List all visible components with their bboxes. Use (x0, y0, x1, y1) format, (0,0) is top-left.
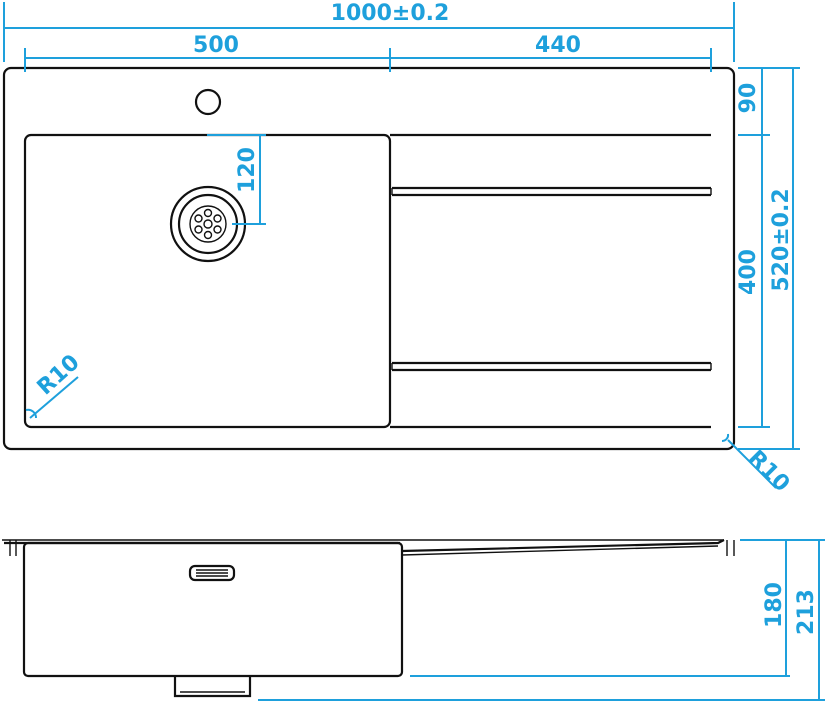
drain-offset-label: 120 (235, 147, 260, 193)
drainer-width-label: 440 (535, 33, 581, 58)
top-view (2, 66, 736, 451)
bowl-width-label: 500 (193, 33, 239, 58)
overflow-slot-icon (188, 564, 236, 582)
overall-depth-label: 520±0.2 (769, 188, 794, 291)
bowl-length-label: 400 (736, 249, 761, 295)
side-view (2, 539, 735, 698)
overall-width-label: 1000±0.2 (331, 1, 450, 26)
bowl-depth-label: 180 (762, 582, 787, 628)
drainer-rib-upper (391, 186, 712, 197)
side-bowl-profile (22, 541, 404, 678)
total-height-label: 213 (794, 589, 819, 635)
drainer-profile (401, 539, 725, 553)
bowl-outline (23, 133, 392, 429)
drainer-rib-lower (391, 361, 712, 372)
dimension-lines-top (3, 2, 800, 489)
tap-hole (194, 88, 222, 116)
dimension-lines-side (258, 539, 825, 701)
sink-outline (2, 66, 736, 451)
top-margin-label: 90 (736, 83, 761, 114)
outer-radius-label: R10 (743, 446, 794, 497)
waste-outlet (173, 676, 252, 698)
